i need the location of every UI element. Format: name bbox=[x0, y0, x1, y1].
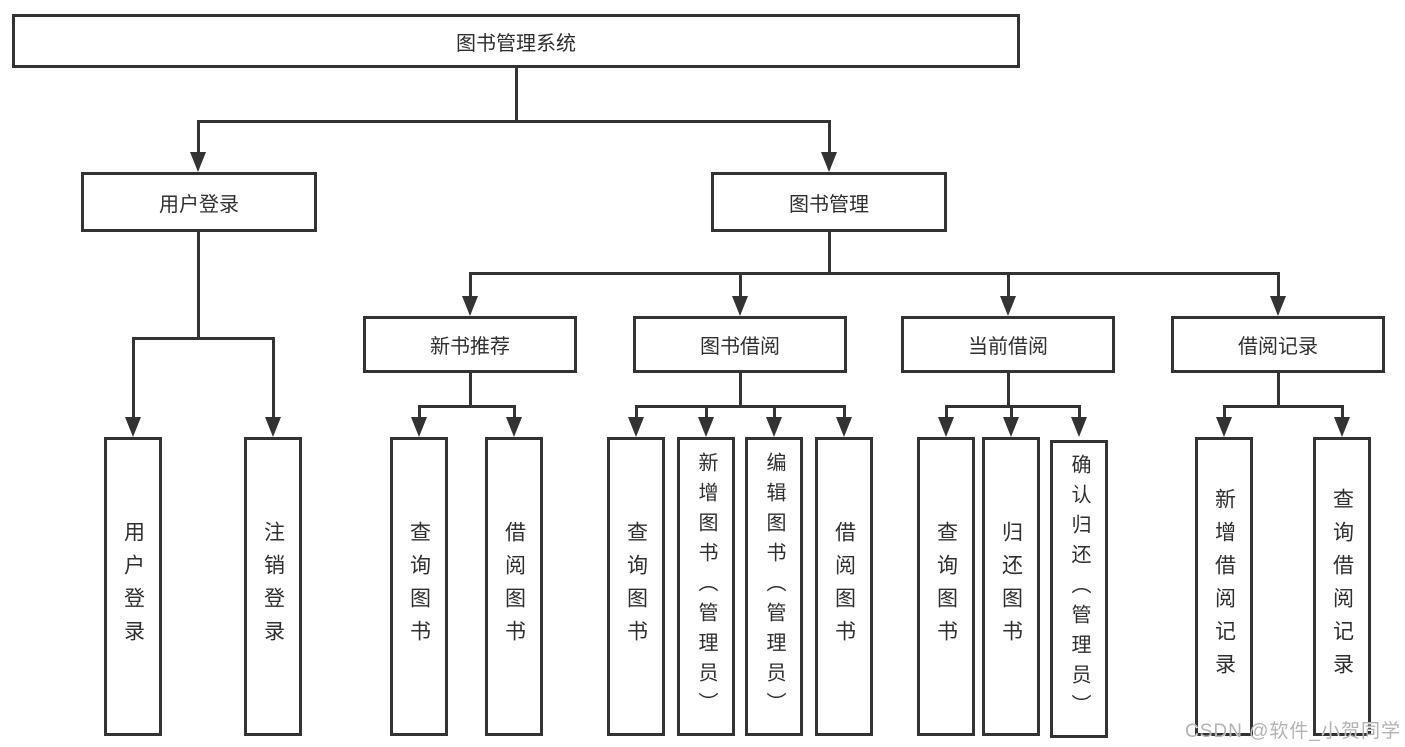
leaf-logout: 注销登录 bbox=[244, 437, 302, 736]
connector-line bbox=[1078, 405, 1081, 422]
arrow-down-icon bbox=[190, 152, 206, 172]
leaf-return-books: 归还图书 bbox=[982, 437, 1040, 736]
leaf-label: 借阅图书 bbox=[502, 520, 526, 653]
node-label: 当前借阅 bbox=[968, 336, 1048, 358]
leaf-label: 借阅图书 bbox=[832, 520, 856, 653]
leaf-add-books-admin: 新增图书（管理员） bbox=[677, 437, 735, 736]
connector-line bbox=[739, 272, 742, 300]
connector-line bbox=[132, 337, 135, 422]
arrow-down-icon bbox=[1003, 417, 1019, 437]
arrow-down-icon bbox=[821, 152, 837, 172]
connector-line bbox=[469, 373, 472, 408]
arrow-down-icon bbox=[265, 417, 281, 437]
arrow-down-icon bbox=[1216, 417, 1232, 437]
arrow-down-icon bbox=[836, 417, 852, 437]
connector-line bbox=[515, 68, 518, 122]
connector-line bbox=[635, 405, 638, 422]
arrow-down-icon bbox=[1334, 417, 1350, 437]
connector-line bbox=[418, 405, 421, 422]
node-label: 图书管理系统 bbox=[456, 32, 576, 55]
connector-line bbox=[469, 272, 1280, 275]
arrow-down-icon bbox=[462, 296, 478, 316]
connector-line bbox=[469, 272, 472, 300]
arrow-down-icon bbox=[698, 417, 714, 437]
leaf-label: 编辑图书（管理员） bbox=[763, 451, 785, 722]
connector-line bbox=[132, 337, 275, 340]
node-label: 图书借阅 bbox=[700, 336, 780, 358]
leaf-label: 查询图书 bbox=[407, 520, 431, 653]
node-book-borrowing: 图书借阅 bbox=[633, 316, 847, 373]
connector-line bbox=[197, 120, 200, 156]
arrow-down-icon bbox=[1000, 296, 1016, 316]
leaf-query-borrow-record: 查询借阅记录 bbox=[1313, 437, 1371, 736]
connector-line bbox=[1277, 272, 1280, 300]
leaf-borrow-books-recommend: 借阅图书 bbox=[485, 437, 543, 736]
connector-line bbox=[197, 232, 200, 340]
leaf-query-books-recommend: 查询图书 bbox=[390, 437, 448, 736]
leaf-label: 注销登录 bbox=[261, 520, 285, 653]
connector-line bbox=[1007, 373, 1010, 408]
leaf-confirm-return-admin: 确认归还（管理员） bbox=[1050, 440, 1108, 738]
arrow-down-icon bbox=[766, 417, 782, 437]
node-new-book-recommendation: 新书推荐 bbox=[363, 316, 577, 373]
arrow-down-icon bbox=[411, 417, 427, 437]
node-library-management-system: 图书管理系统 bbox=[12, 14, 1020, 68]
connector-line bbox=[272, 337, 275, 422]
leaf-label: 查询图书 bbox=[624, 520, 648, 653]
connector-line bbox=[773, 405, 776, 422]
arrow-down-icon bbox=[125, 417, 141, 437]
leaf-label: 新增图书（管理员） bbox=[695, 451, 717, 722]
connector-line bbox=[197, 120, 831, 123]
leaf-user-login: 用户登录 bbox=[104, 437, 162, 736]
node-label: 图书管理 bbox=[789, 193, 869, 216]
leaf-label: 查询图书 bbox=[934, 520, 958, 653]
connector-line bbox=[1277, 373, 1280, 408]
connector-line bbox=[828, 120, 831, 156]
connector-line bbox=[739, 373, 742, 408]
connector-line bbox=[1223, 405, 1226, 422]
leaf-query-books-borrow: 查询图书 bbox=[607, 437, 665, 736]
connector-line bbox=[828, 232, 831, 275]
connector-line bbox=[635, 405, 845, 408]
watermark-text: CSDN @软件_小贺同学 bbox=[1185, 721, 1401, 742]
leaf-label: 归还图书 bbox=[999, 520, 1023, 653]
node-book-management: 图书管理 bbox=[711, 172, 947, 232]
connector-line bbox=[945, 405, 948, 422]
node-current-borrowing: 当前借阅 bbox=[901, 316, 1115, 373]
arrow-down-icon bbox=[1071, 417, 1087, 437]
leaf-borrow-books: 借阅图书 bbox=[815, 437, 873, 736]
arrow-down-icon bbox=[1270, 296, 1286, 316]
connector-line bbox=[418, 405, 516, 408]
arrow-down-icon bbox=[628, 417, 644, 437]
node-label: 借阅记录 bbox=[1238, 336, 1318, 358]
leaf-query-books-current: 查询图书 bbox=[917, 437, 975, 736]
connector-line bbox=[1010, 405, 1013, 422]
arrow-down-icon bbox=[732, 296, 748, 316]
leaf-label: 用户登录 bbox=[121, 520, 145, 653]
connector-line bbox=[1223, 405, 1343, 408]
node-borrowing-records: 借阅记录 bbox=[1171, 316, 1385, 373]
leaf-add-borrow-record: 新增借阅记录 bbox=[1195, 437, 1253, 736]
leaf-label: 确认归还（管理员） bbox=[1068, 454, 1090, 724]
leaf-edit-books-admin: 编辑图书（管理员） bbox=[745, 437, 803, 736]
leaf-label: 查询借阅记录 bbox=[1330, 487, 1354, 686]
connector-line bbox=[513, 405, 516, 422]
connector-line bbox=[1007, 272, 1010, 300]
node-user-login: 用户登录 bbox=[81, 172, 317, 232]
connector-line bbox=[945, 405, 1081, 408]
arrow-down-icon bbox=[506, 417, 522, 437]
arrow-down-icon bbox=[938, 417, 954, 437]
connector-line bbox=[1341, 405, 1344, 422]
node-label: 新书推荐 bbox=[430, 336, 510, 358]
connector-line bbox=[705, 405, 708, 422]
connector-line bbox=[843, 405, 846, 422]
node-label: 用户登录 bbox=[159, 193, 239, 216]
leaf-label: 新增借阅记录 bbox=[1212, 487, 1236, 686]
